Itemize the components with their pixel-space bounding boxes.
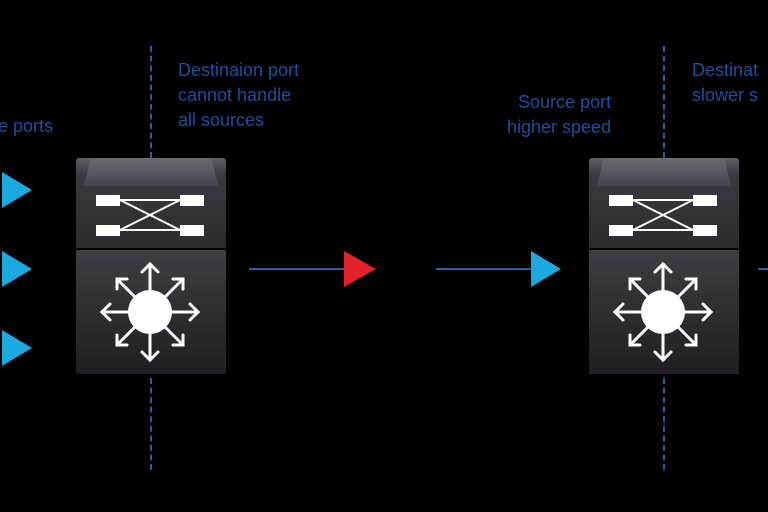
crossbar-icon (96, 195, 204, 236)
divider-left-top (150, 46, 152, 158)
output-line-right (758, 268, 768, 270)
source-arrow-right-icon (531, 251, 561, 287)
input-arrow-1-icon (2, 172, 32, 208)
output-line-left (249, 268, 345, 270)
divider-right-top (663, 46, 665, 158)
input-line-right (436, 268, 532, 270)
label-source-ports-left: e ports (0, 116, 54, 136)
congested-arrow-icon (344, 251, 376, 287)
router-arrows-icon (99, 261, 201, 363)
label-source-right: Source port higher speed (507, 92, 612, 137)
label-destination-right: Destinat slower s (692, 60, 759, 105)
input-arrow-3-icon (2, 330, 32, 366)
label-destination-left: Destinaion port cannot handle all source… (178, 60, 300, 130)
input-arrow-2-icon (2, 251, 32, 287)
crossbar-icon (609, 195, 717, 236)
router-arrows-icon (612, 261, 714, 363)
divider-left-bottom (150, 378, 152, 470)
divider-right-bottom (663, 378, 665, 470)
